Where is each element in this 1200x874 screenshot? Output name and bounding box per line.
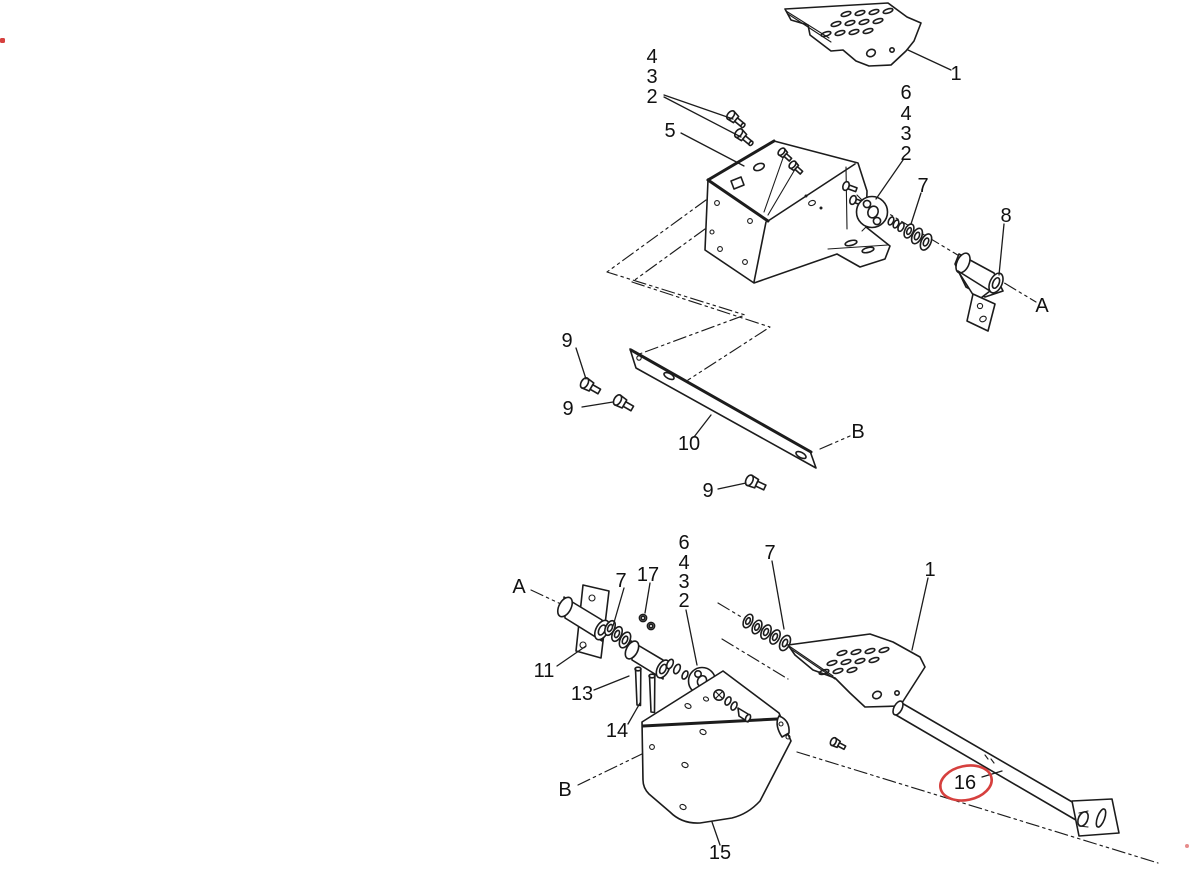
part-label-m-B: B (851, 421, 864, 443)
part-label-m-10: 10 (678, 433, 700, 455)
pedal-plate-part-1-lower (787, 633, 926, 708)
tread-slots-lower (818, 646, 890, 676)
part-label-u-A: A (1035, 295, 1049, 317)
red-mark-bottomright (1185, 844, 1189, 848)
small-washers (665, 658, 689, 680)
part-label-l-14: 14 (606, 720, 628, 742)
stud (777, 147, 793, 162)
red-mark-topleft (0, 38, 5, 43)
pins-part-14 (634, 666, 656, 714)
strap-assembly (579, 348, 817, 491)
part-label-l-3: 3 (678, 571, 689, 593)
part-label-l-13: 13 (571, 683, 593, 705)
part-label-l-1: 1 (924, 559, 935, 581)
part-label-u-6b: 6 (900, 82, 911, 104)
bolt-part-9-c (744, 474, 767, 491)
internal-bolt (712, 688, 752, 723)
part-label-l-B: B (558, 779, 571, 801)
leader-lines (556, 49, 1005, 846)
part-label-u-4: 4 (646, 46, 657, 68)
part-label-l-7a: 7 (615, 570, 626, 592)
part-label-u-7: 7 (917, 175, 928, 197)
upper-assembly (704, 2, 1004, 332)
part-label-u-2b: 2 (900, 143, 911, 165)
center-lines (530, 199, 1159, 864)
pedal-plate-part-1 (784, 2, 922, 67)
sleeve-part-13 (624, 640, 671, 680)
tread-slots (820, 7, 894, 38)
part-label-m-9b: 9 (562, 398, 573, 420)
coupler-part-2 (855, 194, 889, 232)
part-label-l-2: 2 (678, 590, 689, 612)
anchor-part-11 (556, 584, 611, 659)
part-label-m-9c: 9 (702, 480, 713, 502)
part-label-l-7b: 7 (764, 542, 775, 564)
bolt-part-2-a (725, 109, 746, 129)
part-label-l-4: 4 (678, 552, 689, 574)
red-annotations (0, 38, 1189, 848)
bolt-part-9-b (612, 394, 635, 412)
washers-part-7-upper (887, 216, 933, 251)
part-label-l-6: 6 (678, 532, 689, 554)
washers-part-7-lower (603, 619, 632, 649)
part-label-m-9a: 9 (561, 330, 572, 352)
part-label-u-4b: 4 (900, 103, 911, 125)
pedal-shaft-part-16 (892, 700, 1120, 837)
part-label-l-A: A (512, 576, 526, 598)
pivot-arm-part-8 (954, 252, 1004, 332)
part-label-u-5: 5 (664, 120, 675, 142)
bolt-part-9-a (579, 377, 602, 395)
part-label-u-3b: 3 (900, 123, 911, 145)
part-label-l-15: 15 (709, 842, 731, 864)
highlight-ellipse-16 (939, 764, 993, 802)
bolt-part-2-b (733, 127, 754, 147)
part-label-l-16: 16 (954, 772, 976, 794)
nuts-part-17 (638, 613, 656, 631)
lower-assembly (556, 584, 1120, 837)
part-label-l-11: 11 (534, 660, 555, 682)
strap-part-10 (629, 348, 817, 469)
mounting-bracket-part-5 (704, 139, 891, 284)
part-label-u-8: 8 (1000, 205, 1011, 227)
part-label-u-1: 1 (950, 63, 961, 85)
washers-part-7-right (742, 613, 792, 652)
part-label-u-2: 2 (646, 86, 657, 108)
part-label-l-17: 17 (637, 564, 659, 586)
part-label-u-3: 3 (646, 66, 657, 88)
stud (788, 160, 804, 175)
support-bracket-part-15 (641, 670, 847, 824)
